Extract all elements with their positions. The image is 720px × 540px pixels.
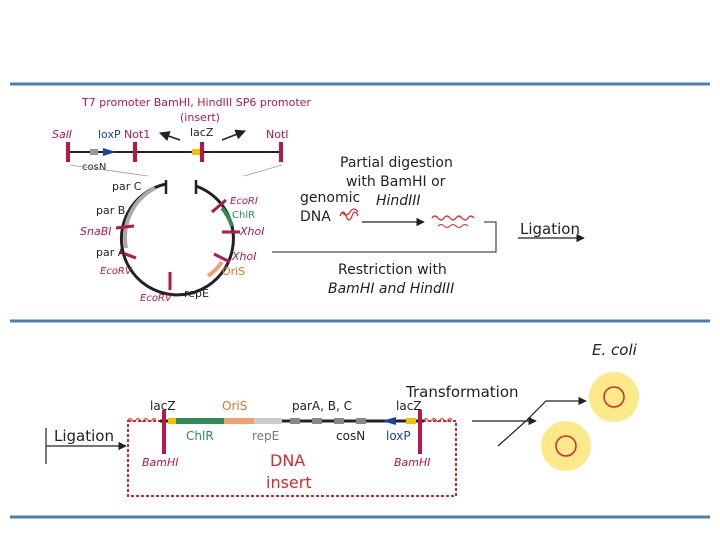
lacz-label: lacZ	[190, 126, 214, 139]
ecoli-plasmid-2	[555, 435, 577, 457]
transformation-arrow-1	[472, 396, 587, 422]
cosn-segment	[90, 149, 98, 155]
genomic-dna-scribble	[339, 208, 359, 221]
transformation-arrow-2	[497, 416, 537, 447]
oris-segment	[224, 418, 254, 424]
vector-header-line2: (insert)	[180, 111, 220, 124]
bamhi-right-marker	[418, 410, 422, 454]
linear-vector-map: T7 promoter BamHI, HindIII SP6 promoter …	[52, 96, 311, 177]
chl-r-segment	[176, 418, 224, 424]
partial-digestion-line2: with BamHI or	[346, 174, 446, 190]
loxp-arrow	[103, 148, 116, 156]
chl-r-bottom-label: ChlR	[186, 429, 214, 443]
recombinant-construct: E. coli Transformation Ligation lacZ Ori…	[45, 341, 639, 497]
vector-header-line1: T7 promoter BamHI, HindIII SP6 promoter	[81, 96, 311, 109]
bamhi-right-label: BamHI	[394, 456, 431, 469]
repe-bottom-label: repE	[252, 429, 279, 443]
fragment-wave-2	[437, 224, 469, 228]
partial-digestion-line1: Partial digestion	[340, 155, 453, 171]
par-a-label: par A	[96, 246, 126, 259]
fragment-wave-1	[431, 215, 475, 221]
loxp-arrow-bottom	[382, 417, 396, 425]
noti-label: NotI	[266, 128, 289, 141]
restriction-line2: BamHI and HindIII	[328, 281, 454, 297]
xhol-2-label: XhoI	[231, 250, 256, 263]
chl-r-label: ChlR	[232, 210, 255, 221]
ecoli-plasmid-1	[603, 386, 625, 408]
digestion-process: Partial digestion with BamHI or HindIII …	[272, 155, 585, 297]
insert-label: insert	[266, 473, 312, 492]
par-b-label: par B	[96, 204, 125, 217]
noti-site-marker	[279, 142, 283, 162]
ligation-bracket	[272, 221, 497, 253]
snabi-label: SnaBI	[80, 225, 112, 238]
cosn-bottom-label: cosN	[336, 429, 365, 443]
loxp-bottom-label: loxP	[386, 429, 411, 443]
ecori-label: EcoRI	[230, 196, 258, 207]
ecoli-cell-1	[589, 372, 639, 422]
repe-label: repE	[184, 287, 209, 300]
dna-insert-box	[127, 420, 457, 497]
restriction-line1: Restriction with	[338, 262, 447, 278]
cosn-label: cosN	[82, 162, 106, 173]
chl-r-region	[220, 206, 234, 227]
partial-digestion-line3: HindIII	[376, 193, 421, 209]
sali-label: SalI	[52, 128, 72, 141]
oris-label: OriS	[222, 265, 245, 278]
par-region	[123, 186, 156, 249]
oris-bottom-label: OriS	[222, 399, 247, 413]
not1-site-marker	[133, 142, 137, 162]
ecoli-cell-2	[541, 421, 591, 471]
dna-label: DNA	[270, 451, 305, 470]
par-c-label: par C	[112, 180, 142, 193]
repe-segment	[254, 418, 282, 424]
ecoli-label: E. coli	[592, 341, 638, 359]
transformation-label: Transformation	[405, 383, 519, 401]
lacz-insert-segment	[192, 149, 200, 155]
genomic-dna-line2: DNA	[300, 209, 331, 225]
lacz-right-label: lacZ	[396, 399, 422, 413]
bamhi-left-marker	[162, 410, 166, 454]
genomic-dna-line1: genomic	[300, 190, 360, 206]
par-abc-label: parA, B, C	[292, 399, 352, 413]
ecorv-left-label: EcoRV	[100, 266, 133, 277]
xhol-1-label: XhoI	[239, 225, 264, 238]
sali-site-marker	[66, 142, 70, 162]
ligation-label-top: Ligation	[520, 220, 580, 238]
not1-label: Not1	[124, 128, 150, 141]
ecorv-bottom-label: EcoRV	[140, 293, 173, 304]
loxp-label: loxP	[98, 128, 121, 141]
lacz-left-label: lacZ	[150, 399, 176, 413]
lacz-site-marker	[200, 142, 204, 162]
oris-region	[206, 260, 224, 278]
bamhi-left-label: BamHI	[142, 456, 179, 469]
ligation-label-bottom: Ligation	[54, 427, 114, 445]
circular-vector-map: par C par B SnaBI par A EcoRV EcoRV repE…	[80, 180, 264, 304]
